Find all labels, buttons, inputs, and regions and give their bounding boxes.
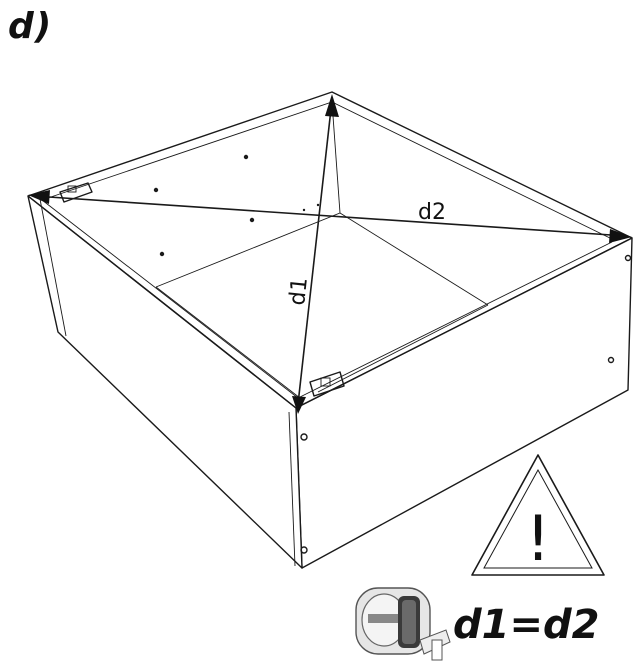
diagonal-d1: d1 — [285, 94, 339, 414]
d2-label: d2 — [418, 200, 446, 225]
d1-label: d1 — [285, 276, 313, 306]
d1-arrowhead-bottom — [292, 396, 306, 414]
step-label: d) — [8, 6, 53, 47]
left-panel — [27, 195, 303, 569]
cabinet-box — [27, 91, 633, 569]
d2-arrowhead-left — [28, 190, 50, 204]
d2-arrowhead-right — [609, 229, 632, 243]
d1-arrowhead-top — [325, 94, 339, 117]
top-rim — [27, 91, 633, 409]
warning-triangle-icon: ! — [471, 454, 605, 576]
result-equation: d1=d2 — [453, 602, 600, 648]
diagonal-d2: d2 — [28, 190, 632, 243]
corner-bracket-front — [309, 371, 345, 397]
warning-symbol: ! — [526, 502, 551, 575]
front-panel — [295, 237, 633, 569]
tape-measure-icon — [355, 587, 451, 661]
